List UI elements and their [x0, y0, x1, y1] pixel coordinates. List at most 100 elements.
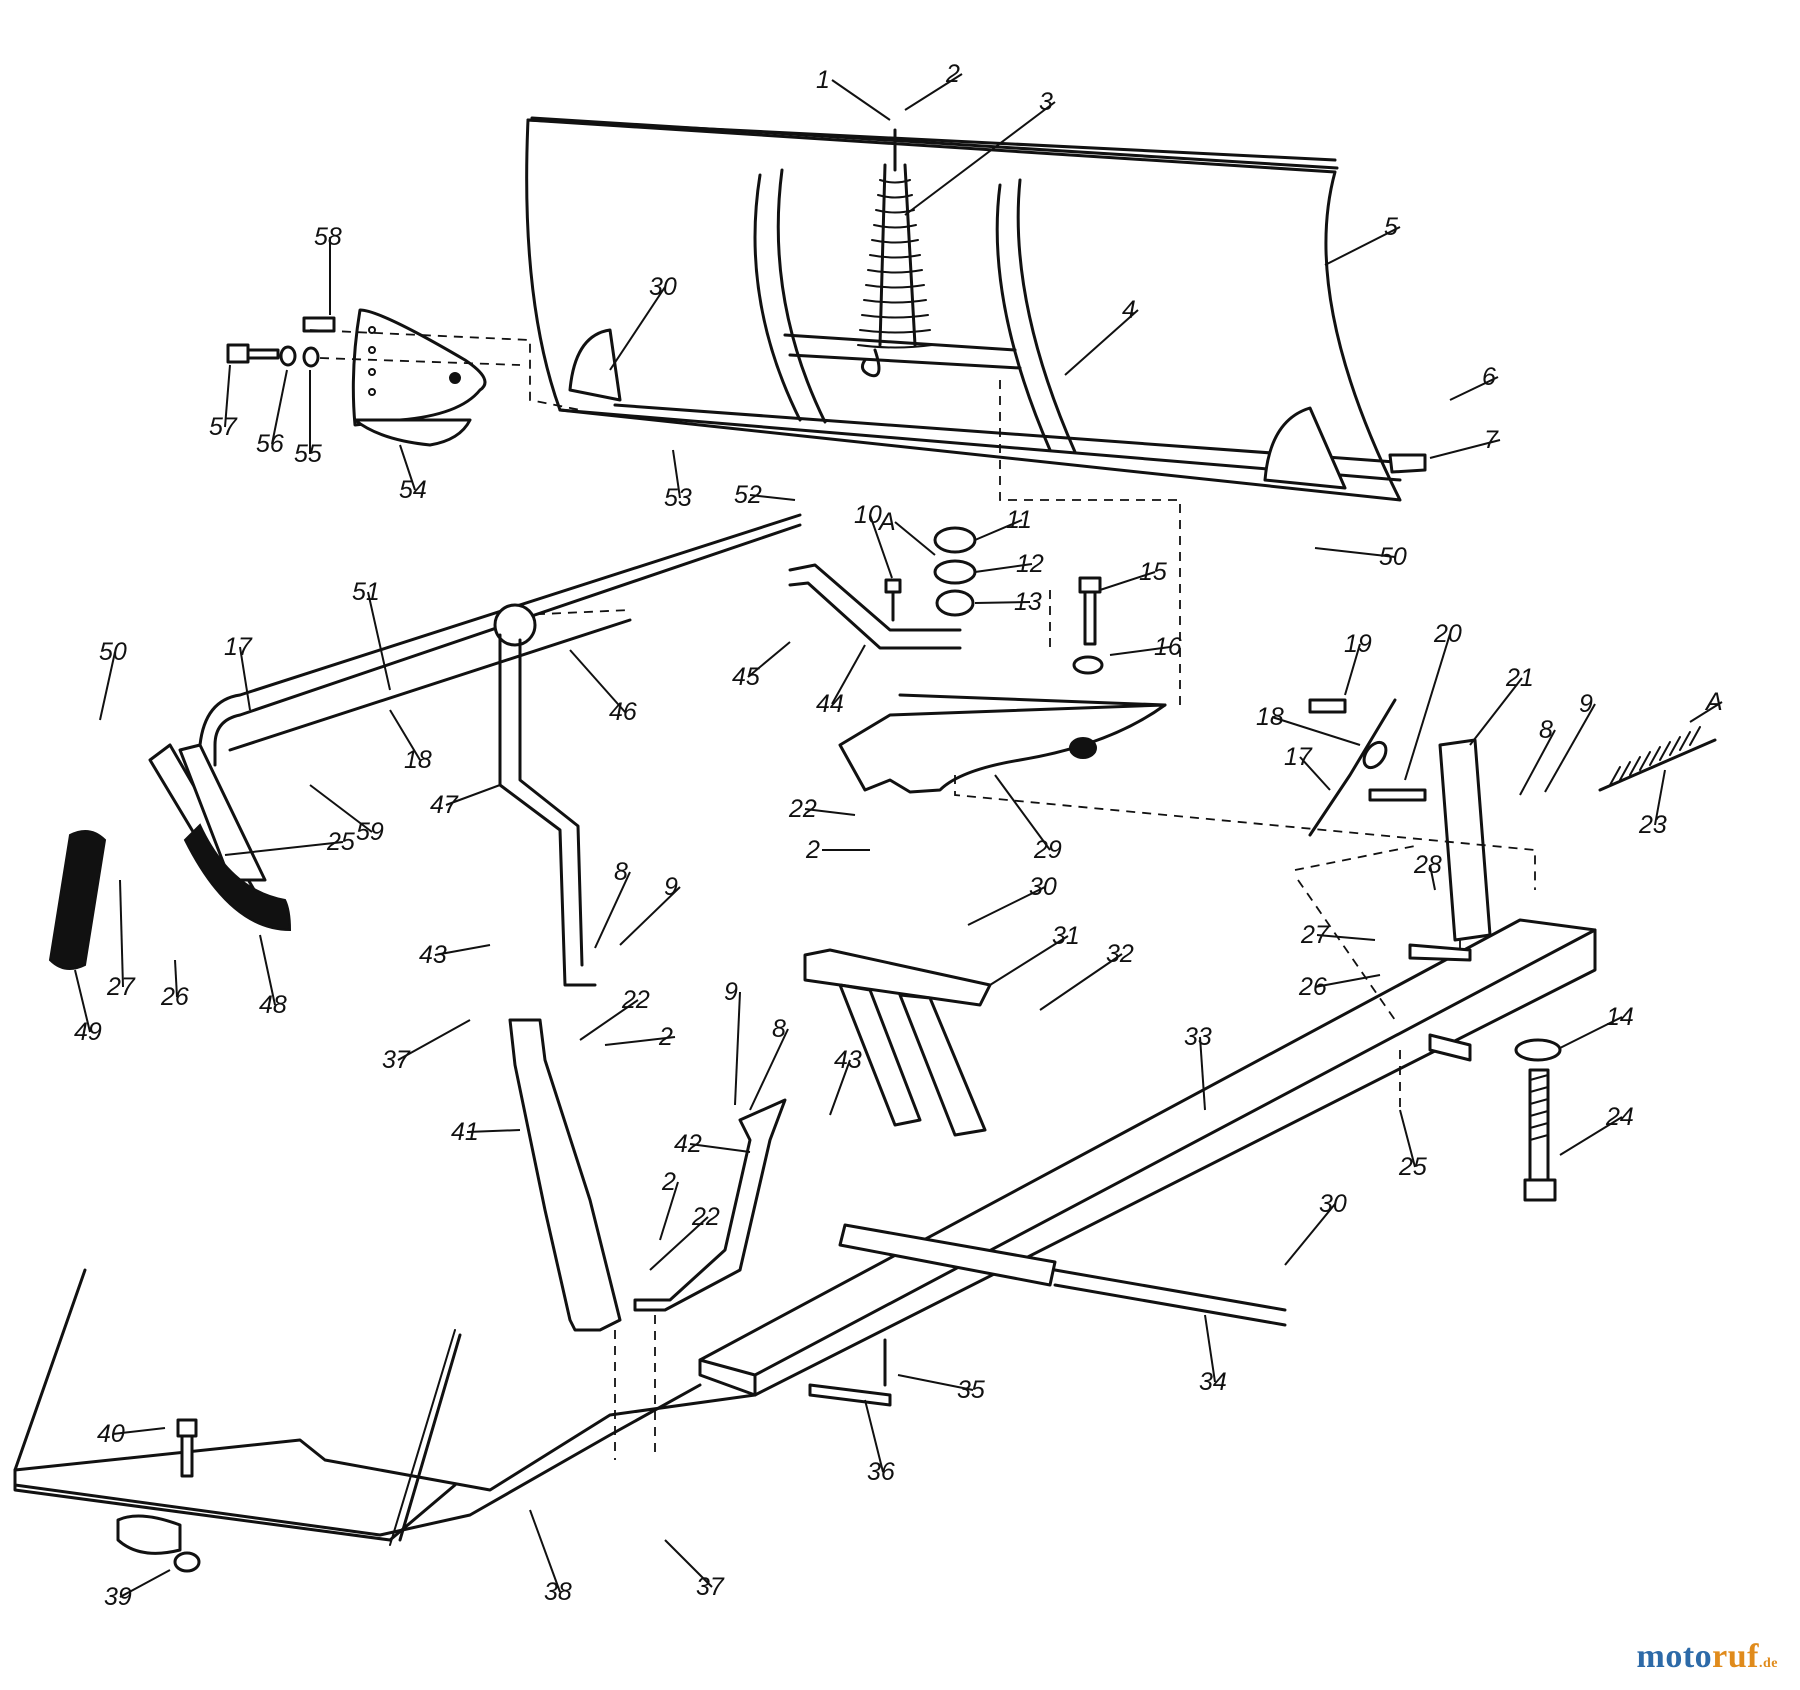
callout-c55: 55: [294, 370, 322, 468]
callout-c19: 19: [1344, 630, 1372, 696]
callout-label-c21: 21: [1505, 664, 1534, 692]
callout-label-c25a: 25: [326, 828, 355, 856]
callout-leader-c25a: [224, 841, 344, 856]
callout-c36: 36: [864, 1399, 895, 1486]
callout-label-c22c: 22: [691, 1203, 720, 1231]
callout-leader-c4: [1064, 309, 1139, 376]
callout-leader-c35: [897, 1374, 974, 1391]
callout-c8c: 8: [1519, 716, 1556, 796]
callout-c28: 28: [1413, 851, 1442, 891]
callout-c41: 41: [451, 1118, 521, 1146]
watermark-text-1: moto: [1636, 1638, 1713, 1675]
callout-c17b: 17: [1284, 743, 1331, 791]
fender-edge-left: [13, 1268, 87, 1472]
blade-rib-left: [753, 173, 802, 422]
callout-leader-c36: [864, 1399, 884, 1473]
callout-cA1: A: [877, 508, 936, 556]
callout-label-c34: 34: [1199, 1368, 1227, 1396]
callout-cA2: A: [1689, 688, 1723, 723]
callout-leader-c19: [1344, 643, 1361, 696]
callout-leader-c18a: [389, 709, 421, 761]
callout-c16: 16: [1109, 633, 1182, 661]
callout-label-c11: 11: [1006, 506, 1032, 534]
callout-label-c24: 24: [1605, 1103, 1634, 1131]
callout-c2a: 2: [904, 60, 963, 111]
callout-leader-c21: [1469, 677, 1523, 746]
callout-label-c26b: 26: [1298, 973, 1327, 1001]
callout-c22c: 22: [649, 1203, 720, 1271]
callout-c30c: 30: [1284, 1190, 1347, 1266]
callout-c50a: 50: [99, 638, 127, 721]
callout-label-c35: 35: [957, 1376, 985, 1404]
callout-c37b: 37: [664, 1539, 725, 1601]
callout-label-c37a: 37: [382, 1046, 411, 1074]
right-bracket-21: [1438, 738, 1492, 942]
callout-leader-c46: [569, 649, 626, 713]
callout-c51: 51: [352, 578, 391, 691]
callout-label-c47: 47: [430, 791, 459, 819]
callout-leader-c38: [529, 1509, 561, 1593]
callout-label-c10: 10: [854, 501, 882, 529]
callout-c53: 53: [664, 449, 692, 512]
callout-label-c2a: 2: [945, 60, 960, 88]
callout-leader-c9b: [734, 991, 741, 1106]
callout-label-c17a: 17: [224, 633, 253, 661]
callout-c13: 13: [974, 588, 1042, 616]
callout-label-c52: 52: [734, 481, 762, 509]
callout-label-c2d: 2: [661, 1168, 676, 1196]
callout-c24: 24: [1559, 1103, 1634, 1156]
callout-c58: 58: [314, 223, 342, 315]
callout-label-c28: 28: [1413, 851, 1442, 879]
callout-leader-c23: [1654, 769, 1666, 826]
callout-label-c9a: 9: [664, 873, 678, 901]
callout-label-c30a: 30: [1029, 873, 1057, 901]
callout-c18b: 18: [1256, 703, 1361, 746]
callout-c27a: 27: [106, 879, 136, 1001]
cable-end-18-right: [1308, 698, 1427, 837]
callout-label-c36: 36: [867, 1458, 895, 1486]
callout-leader-c57: [224, 364, 231, 428]
callout-leader-c49: [74, 969, 91, 1033]
callout-label-c19: 19: [1344, 630, 1372, 658]
assembly-guide-lines: [309, 329, 1536, 1460]
callout-label-c44: 44: [816, 690, 844, 718]
callout-leader-c53: [672, 449, 681, 499]
callout-c33: 33: [1184, 1023, 1212, 1111]
callout-c9c: 9: [1544, 690, 1596, 793]
blade-runner-7: [1388, 453, 1427, 474]
callout-label-c6: 6: [1482, 363, 1496, 391]
bolt-57-set: [226, 316, 336, 368]
callout-c48: 48: [259, 934, 287, 1019]
callout-c47: 47: [430, 784, 501, 819]
callout-leader-c17b: [1299, 756, 1331, 791]
callout-leader-c50a: [99, 651, 116, 721]
callout-label-c9b: 9: [724, 978, 738, 1006]
callout-leader-c17a: [239, 646, 251, 711]
blade-right-bracket: [1263, 406, 1347, 490]
callout-label-c55: 55: [294, 440, 322, 468]
callout-label-c1: 1: [816, 66, 830, 94]
callout-label-c51: 51: [352, 578, 380, 606]
blade-spring-3: [857, 128, 933, 378]
callout-label-c20: 20: [1433, 620, 1462, 648]
callout-c46: 46: [569, 649, 637, 726]
bracket-31: [803, 948, 992, 1137]
callout-label-c18a: 18: [404, 746, 432, 774]
callout-leader-c29: [994, 774, 1051, 851]
plow-blade-5: [525, 118, 1402, 502]
callout-c54: 54: [399, 444, 427, 504]
callout-leader-c48: [259, 934, 276, 1006]
callout-label-c15: 15: [1139, 558, 1167, 586]
callout-leader-c14: [1559, 1016, 1623, 1049]
callout-c8b: 8: [749, 1015, 789, 1111]
callout-c30b: 30: [609, 273, 677, 371]
callout-c2c: 2: [604, 1023, 676, 1051]
blade-left-bracket: [568, 328, 622, 402]
callout-leader-c18b: [1271, 716, 1361, 746]
callout-leader-c27a: [119, 879, 124, 988]
bolt-40: [173, 1418, 201, 1573]
callout-c52: 52: [734, 481, 796, 509]
watermark-text-3: .de: [1759, 1656, 1778, 1671]
callout-label-c53: 53: [664, 484, 692, 512]
